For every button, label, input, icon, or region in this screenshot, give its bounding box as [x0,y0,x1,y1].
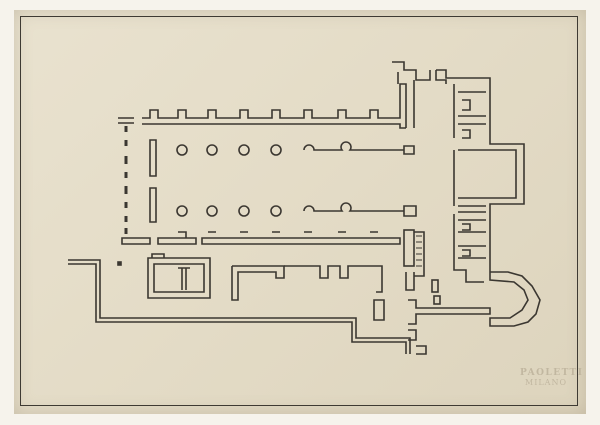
north-transept [392,61,431,128]
nave-south-wall [121,231,401,245]
drawing-border-frame [20,16,578,406]
cloister-range [231,265,385,321]
south-arcade-columns [176,202,417,217]
north-arcade-columns [176,141,415,156]
west-facade [124,126,157,234]
photographer-stamp: PAOLETTI MILANO [520,368,584,388]
stamp-line-1: PAOLETTI [520,368,584,378]
choir-east-block [435,69,541,327]
nave-north-wall [118,83,407,129]
west-room [117,253,211,299]
stamp-line-3: MILANO [525,378,567,387]
south-corridor [408,299,491,355]
crossing-piers [403,229,441,305]
boundary-wall [68,259,411,354]
